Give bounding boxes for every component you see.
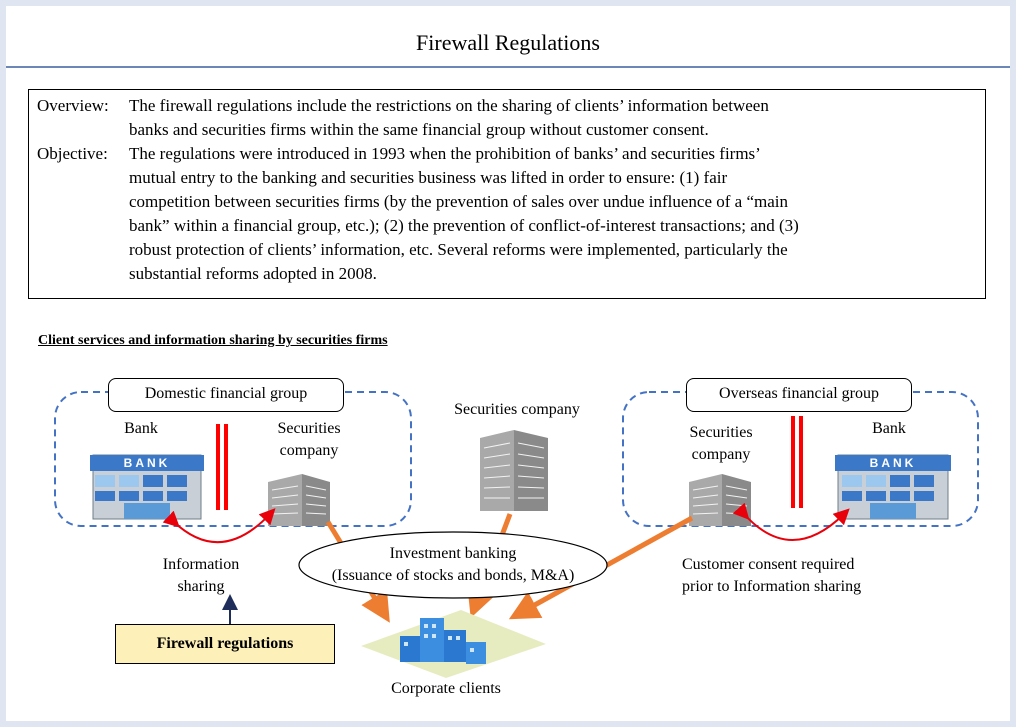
investment-banking-label-1: Investment banking [389, 545, 517, 562]
overseas-group-border [622, 391, 979, 527]
securities-left-label-2: company [279, 442, 339, 459]
domestic-group-border [54, 391, 412, 527]
bank-left-icon [90, 454, 204, 520]
bank-sign-left: BANK [123, 456, 171, 470]
domestic-group-label: Domestic financial group [108, 378, 344, 412]
consent-label-1: Customer consent required [682, 556, 855, 573]
firewall-bar [799, 416, 803, 508]
overseas-group-label: Overseas financial group [686, 378, 912, 412]
diagram-canvas [54, 391, 979, 678]
overview-line: banks and securities firms within the sa… [129, 120, 709, 139]
overview-label: Overview: [37, 96, 109, 115]
securities-left-icon [268, 474, 330, 526]
firewall-regulations-box: Firewall regulations [115, 624, 335, 664]
securities-right-icon [689, 474, 751, 526]
overview-text: The firewall regulations include the res… [129, 94, 769, 142]
page-title: Firewall Regulations [416, 30, 600, 55]
objective-line: robust protection of clients’ informatio… [129, 240, 788, 259]
securities-right-label-1: Securities [689, 424, 753, 441]
investment-banking-label-2: (Issuance of stocks and bonds, M&A) [331, 567, 575, 584]
investment-banking-ellipse [298, 531, 608, 599]
consent-label-2: prior to Information sharing [682, 578, 862, 595]
slide-frame: Firewall Regulations Overview: The firew… [6, 6, 1010, 721]
info-sharing-arrow-right [732, 502, 850, 541]
objective-line: The regulations were introduced in 1993 … [129, 144, 761, 163]
securities-right-label-2: company [691, 446, 751, 463]
securities-left-label-1: Securities [277, 420, 341, 437]
securities-center-label: Securities company [454, 401, 580, 418]
firewall-bar [216, 424, 220, 510]
bank-left-label: Bank [124, 420, 158, 437]
securities-center-icon [480, 430, 548, 511]
objective-line: competition between securities firms (by… [129, 192, 788, 211]
corporate-clients-icon [361, 610, 546, 678]
corporate-clients-label: Corporate clients [391, 680, 501, 697]
bank-sign-right: BANK [869, 456, 917, 470]
info-sharing-label-1: Information [162, 556, 240, 573]
info-sharing-arrow-left [162, 508, 276, 543]
bank-right-label: Bank [872, 420, 906, 437]
firewall-bar [791, 416, 795, 508]
objective-label: Objective: [37, 144, 108, 163]
bank-right-icon [835, 454, 951, 520]
objective-row: Objective: The regulations were introduc… [37, 142, 977, 292]
objective-line: bank” within a financial group, etc.); (… [129, 216, 799, 235]
overview-box: Overview: The firewall regulations inclu… [28, 89, 986, 299]
objective-line: mutual entry to the banking and securiti… [129, 168, 728, 187]
objective-line: substantial reforms adopted in 2008. [129, 264, 377, 283]
overview-line: The firewall regulations include the res… [129, 96, 769, 115]
diagram-heading: Client services and information sharing … [38, 333, 388, 348]
overview-row: Overview: The firewall regulations inclu… [37, 94, 977, 142]
firewall-bar [224, 424, 228, 510]
title-divider [6, 66, 1010, 68]
objective-text: The regulations were introduced in 1993 … [129, 142, 799, 286]
info-sharing-label-2: sharing [177, 578, 225, 595]
